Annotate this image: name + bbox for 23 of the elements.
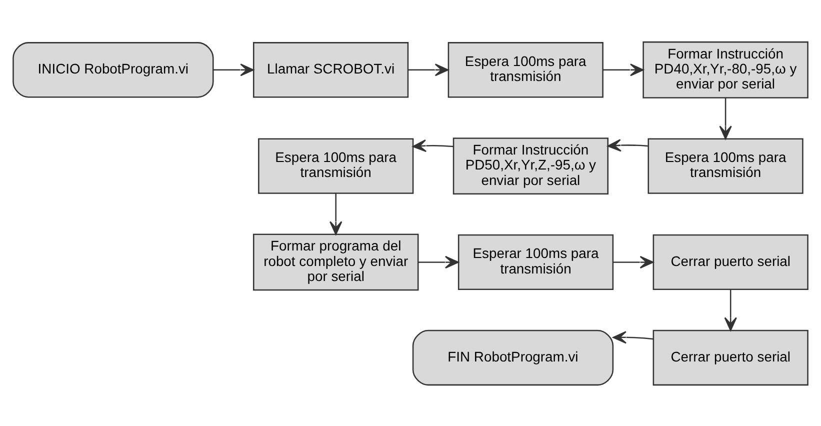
- node-box: Formar programa del robot completo y enviar por serial: [252, 233, 419, 290]
- node-box: Formar Instrucción PD40,Xr,Yr,-80,-95,ω y enviar por serial: [642, 40, 808, 98]
- node-box: Cerrar puerto serial: [652, 234, 808, 290]
- node-box: Espera 100ms para transmisión: [648, 138, 804, 194]
- arrow: [612, 330, 654, 344]
- node-box: Cerrar puerto serial: [652, 329, 808, 386]
- arrow: [607, 138, 648, 152]
- arrow: [412, 138, 454, 152]
- arrow: [613, 255, 654, 268]
- node-box: Espera 100ms para transmisión: [448, 42, 604, 98]
- node-box: Llamar SCROBOT.vi: [252, 42, 409, 98]
- arrow: [330, 192, 342, 234]
- node-box: INICIO RobotProgram.vi: [12, 42, 214, 98]
- arrow: [724, 289, 737, 330]
- arrow: [719, 97, 732, 139]
- arrow: [213, 63, 254, 76]
- arrow: [418, 255, 459, 268]
- node-box: Espera 100ms para transmisión: [258, 138, 414, 194]
- node-box: FIN RobotProgram.vi: [412, 329, 614, 386]
- node-box: Esperar 100ms para transmisión: [458, 234, 614, 290]
- arrow: [602, 63, 644, 76]
- node-box: Formar Instrucción PD50,Xr,Yr,Z,-95,ω y enviar por serial: [452, 137, 608, 194]
- arrow: [408, 63, 449, 76]
